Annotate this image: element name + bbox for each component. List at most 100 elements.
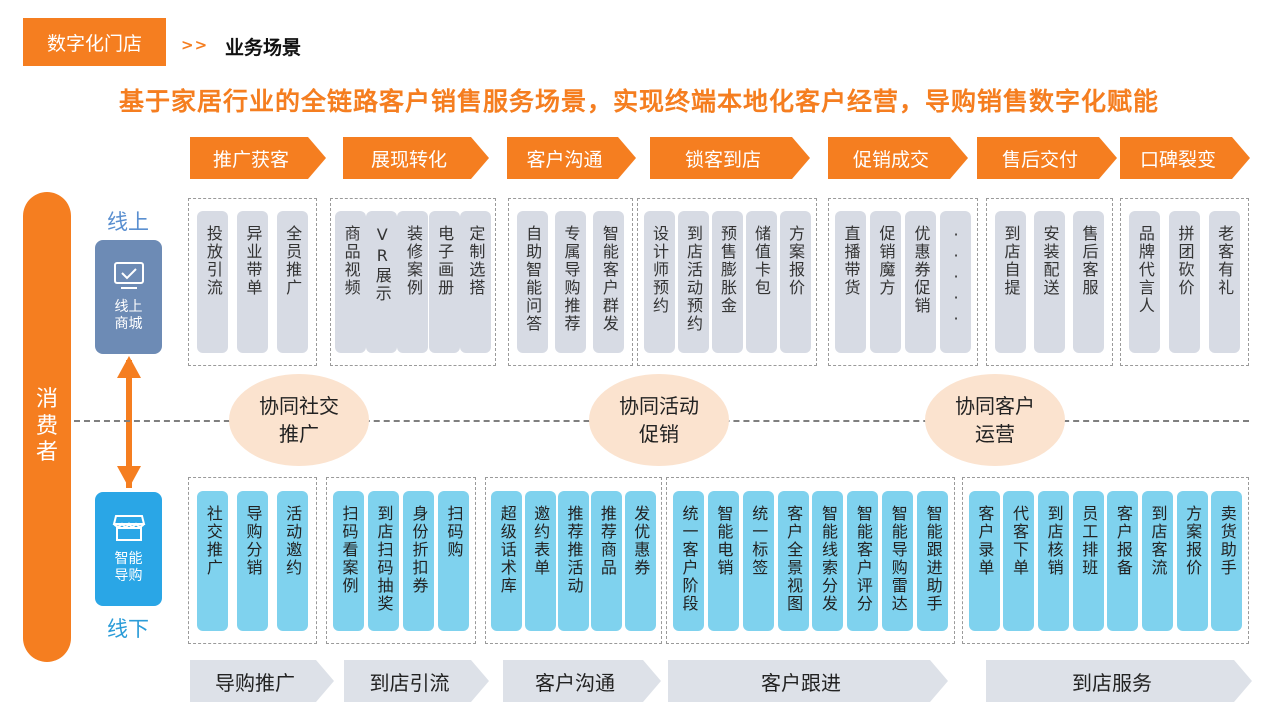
offline-item: 智能客户评分 (847, 490, 879, 631)
stage-top-5: 促销成交 (828, 137, 968, 179)
online-item: 智能客户群发 (593, 211, 625, 353)
online-item: 优惠券促销 (905, 211, 936, 353)
offline-item: 推荐商品 (591, 490, 623, 631)
offline-item: 员工排班 (1072, 490, 1104, 631)
online-item: ····· (940, 211, 971, 353)
offline-item: 代客下单 (1003, 490, 1035, 631)
online-item: 装修案例 (397, 211, 429, 353)
online-item: 储值卡包 (745, 211, 777, 353)
store-icon (112, 514, 145, 541)
consumer-bar: 消 费 者 (23, 192, 71, 662)
stage-label: 到店服务 (1072, 670, 1152, 695)
online-group-6: 到店自提 安装配送 售后客服 (986, 198, 1113, 366)
stage-label: 客户跟进 (761, 670, 841, 695)
stage-label: 推广获客 (212, 148, 289, 171)
online-item: 商品视频 (335, 211, 367, 353)
consumer-char: 费 (35, 413, 58, 439)
stage-top-6: 售后交付 (977, 137, 1117, 179)
online-item: 到店自提 (995, 211, 1026, 353)
stage-top-4: 锁客到店 (650, 137, 810, 179)
offline-item: 到店扫码抽奖 (368, 490, 399, 631)
online-item: 电子画册 (428, 211, 460, 353)
online-group-7: 品牌代言人 拼团砍价 老客有礼 (1120, 198, 1249, 366)
online-item: VR展示 (366, 211, 398, 353)
online-item: 直播带货 (835, 211, 866, 353)
offline-item: 超级话术库 (491, 490, 523, 631)
offline-guide-box: 智能导购 (95, 492, 162, 606)
offline-item: 到店核销 (1038, 490, 1070, 631)
section-tag: 数字化门店 (23, 18, 166, 66)
online-item: 全员推广 (276, 211, 308, 353)
online-item: 投放引流 (197, 211, 229, 353)
offline-item: 客户全景视图 (777, 490, 809, 631)
online-item: 老客有礼 (1208, 211, 1240, 353)
offline-item: 推荐推活动 (557, 490, 589, 631)
stage-top-2: 展现转化 (343, 137, 489, 179)
online-group-4: 设计师预约 到店活动预约 预售膨胀金 储值卡包 方案报价 (637, 198, 817, 366)
online-group-1: 投放引流 异业带单 全员推广 (188, 198, 317, 366)
offline-item: 统一客户阶段 (672, 490, 704, 631)
consumer-char: 者 (35, 440, 58, 466)
offline-item: 身份折扣券 (403, 490, 434, 631)
offline-item: 卖货助手 (1211, 490, 1243, 631)
online-item: 到店活动预约 (677, 211, 709, 353)
connector-line (126, 360, 132, 488)
offline-group-3: 超级话术库 邀约表单 推荐推活动 推荐商品 发优惠券 (485, 477, 662, 644)
offline-item: 邀约表单 (524, 490, 556, 631)
offline-item: 客户报备 (1107, 490, 1139, 631)
online-item: 安装配送 (1034, 211, 1065, 353)
stage-bottom-3: 客户沟通 (503, 660, 661, 702)
offline-item: 统一标签 (742, 490, 774, 631)
stage-label: 口碑裂变 (1139, 148, 1216, 171)
online-item: 设计师预约 (643, 211, 675, 353)
online-item: 售后客服 (1073, 211, 1104, 353)
offline-item: 方案报价 (1176, 490, 1208, 631)
offline-item: 活动邀约 (276, 490, 308, 631)
online-item: 自助智能问答 (516, 211, 548, 353)
stage-label: 到店引流 (369, 670, 450, 695)
monitor-icon (113, 261, 144, 289)
breadcrumb-arrow: >> (181, 36, 209, 54)
stage-label: 促销成交 (852, 148, 929, 171)
stage-top-3: 客户沟通 (507, 137, 636, 179)
stage-label: 导购推广 (215, 670, 295, 695)
stage-bottom-1: 导购推广 (190, 660, 334, 702)
arrow-up-icon (117, 356, 141, 378)
stage-top-7: 口碑裂变 (1120, 137, 1250, 179)
page-title: 业务场景 (225, 37, 302, 59)
online-item: 品牌代言人 (1129, 211, 1161, 353)
collab-promotion: 协同活动促销 (589, 374, 729, 466)
stage-bottom-5: 到店服务 (986, 660, 1252, 702)
offline-group-2: 扫码看案例 到店扫码抽奖 身份折扣券 扫码购 (326, 477, 476, 644)
offline-item: 社交推广 (197, 490, 229, 631)
stage-bottom-4: 客户跟进 (668, 660, 948, 702)
stage-label: 锁客到店 (684, 148, 761, 171)
online-group-5: 直播带货 促销魔方 优惠券促销 ····· (828, 198, 978, 366)
offline-item: 智能电销 (707, 490, 739, 631)
online-group-3: 自助智能问答 专属导购推荐 智能客户群发 (508, 198, 633, 366)
stage-label: 展现转化 (370, 148, 447, 171)
online-item: 促销魔方 (870, 211, 901, 353)
offline-item: 发优惠券 (624, 490, 656, 631)
online-item: 专属导购推荐 (554, 211, 586, 353)
offline-item: 客户录单 (968, 490, 1000, 631)
consumer-char: 消 (35, 387, 58, 413)
online-group-2: 商品视频 VR展示 装修案例 电子画册 定制选搭 (330, 198, 496, 366)
offline-item: 到店客流 (1141, 490, 1173, 631)
stage-label: 售后交付 (1001, 148, 1078, 171)
stage-label: 客户沟通 (526, 148, 603, 171)
offline-item: 智能线索分发 (812, 490, 844, 631)
collab-operation: 协同客户运营 (925, 374, 1065, 466)
online-item: 预售膨胀金 (711, 211, 743, 353)
online-mall-label: 线上商城 (114, 298, 143, 333)
stage-bottom-2: 到店引流 (344, 660, 489, 702)
online-mall-box: 线上商城 (95, 240, 162, 354)
online-item: 拼团砍价 (1168, 211, 1200, 353)
offline-guide-label: 智能导购 (114, 550, 143, 585)
online-item: 方案报价 (779, 211, 811, 353)
offline-group-4: 统一客户阶段 智能电销 统一标签 客户全景视图 智能线索分发 智能客户评分 智能… (666, 477, 955, 644)
online-label: 线上 (107, 210, 149, 234)
offline-item: 智能跟进助手 (917, 490, 949, 631)
collab-social: 协同社交推广 (229, 374, 369, 466)
offline-group-1: 社交推广 导购分销 活动邀约 (188, 477, 317, 644)
